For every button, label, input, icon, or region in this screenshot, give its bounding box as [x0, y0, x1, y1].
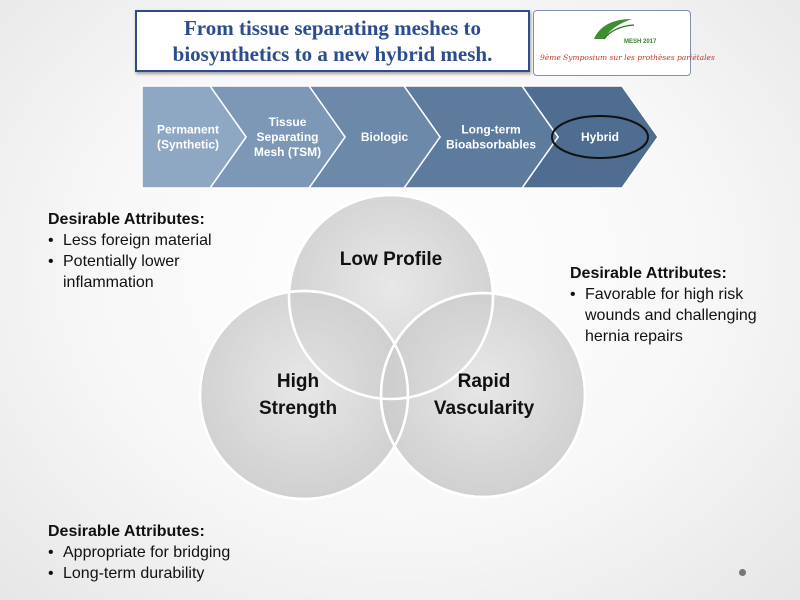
process-step-label: Mesh (TSM) [254, 145, 321, 159]
attributes-list: Favorable for high risk wounds and chall… [570, 284, 785, 347]
attribute-item: Favorable for high risk wounds and chall… [570, 284, 785, 347]
process-step-chevron [141, 85, 247, 189]
title-box: From tissue separating meshes to biosynt… [135, 10, 530, 72]
title-line-1: From tissue separating meshes to [183, 16, 482, 40]
attribute-item: Potentially lower inflammation [48, 251, 248, 293]
venn-circle-outline [379, 291, 587, 499]
mesh-2017-logo: MESH 2017 9ème Symposium sur les prothès… [533, 10, 715, 76]
process-step-label: Permanent [157, 123, 219, 137]
attributes-left-top: Desirable Attributes: Less foreign mater… [48, 209, 248, 293]
attribute-item: Less foreign material [48, 230, 248, 251]
highlight-ellipse [551, 115, 649, 159]
venn-label: Low Profile [340, 249, 442, 270]
venn-label: Rapid [458, 371, 511, 392]
process-step-label: Separating [256, 130, 318, 144]
venn-label: Strength [259, 398, 337, 419]
slide-dot [739, 569, 746, 576]
venn-circle-outline [198, 289, 410, 501]
process-step-label: Long-term [461, 123, 520, 137]
attributes-left-bottom: Desirable Attributes: Appropriate for br… [48, 521, 308, 584]
leaf-logo-icon [594, 19, 635, 40]
attributes-list: Less foreign material Potentially lower … [48, 230, 248, 293]
attributes-list: Appropriate for bridging Long-term durab… [48, 542, 308, 584]
slide-title: From tissue separating meshes to biosynt… [173, 15, 493, 67]
process-step-label: Bioabsorbables [446, 138, 536, 152]
process-chevron-flow: Permanent(Synthetic) TissueSeparatingMesh… [141, 85, 659, 189]
attribute-item: Long-term durability [48, 563, 308, 584]
process-step-label: Hybrid [581, 130, 619, 144]
process-step-label: (Synthetic) [157, 138, 219, 152]
attribute-item: Appropriate for bridging [48, 542, 308, 563]
logo-subtitle: 9ème Symposium sur les prothèses pariéta… [540, 53, 715, 62]
process-step-label: Biologic [361, 130, 409, 144]
process-step-label: Tissue [269, 115, 307, 129]
title-line-2: biosynthetics to a new hybrid mesh. [172, 42, 493, 66]
venn-label: High [277, 371, 319, 392]
attributes-heading: Desirable Attributes: [570, 265, 727, 282]
attributes-right: Desirable Attributes: Favorable for high… [570, 263, 785, 347]
attributes-heading: Desirable Attributes: [48, 523, 205, 540]
venn-label: Vascularity [434, 398, 535, 419]
attributes-heading: Desirable Attributes: [48, 211, 205, 228]
logo-name: MESH 2017 [624, 39, 657, 45]
venn-circle-outline [287, 193, 495, 401]
